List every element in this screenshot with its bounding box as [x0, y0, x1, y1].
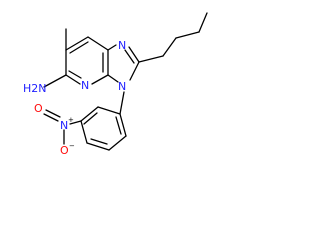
bond: [162, 37, 177, 57]
bond: [69, 41, 89, 54]
nitro-o-lower-label: O: [60, 144, 69, 157]
nitro-o-upper-label: O: [34, 102, 43, 115]
bond: [80, 106, 99, 122]
bond: [87, 36, 109, 51]
bond: [107, 74, 119, 83]
bond: [83, 112, 98, 125]
nitro-n-charge: +: [68, 116, 74, 124]
bond: [128, 46, 140, 63]
nitro-o-charge: −: [69, 142, 75, 150]
bond: [119, 113, 127, 137]
chemical-structure: H2N N N N N + O O −: [23, 12, 208, 157]
pyridine-n-label: N: [81, 79, 89, 92]
bond: [80, 120, 88, 144]
bond: [43, 113, 59, 122]
bond: [138, 55, 164, 63]
bond: [45, 109, 61, 118]
bond: [69, 120, 82, 125]
bond: [90, 138, 108, 145]
imidazole-n-benzyl-label: N: [118, 80, 126, 93]
bond: [65, 36, 89, 51]
bond-lines: [43, 12, 208, 151]
bond: [107, 44, 117, 51]
bond: [65, 74, 81, 85]
bond: [129, 61, 140, 81]
bond: [86, 142, 110, 151]
nitro-n-label: N: [60, 119, 68, 132]
bond: [97, 106, 121, 115]
imidazole-n-top-label: N: [118, 39, 126, 52]
bond: [175, 31, 200, 39]
atom-labels: H2N N N N N + O O −: [23, 39, 126, 157]
bond: [124, 49, 135, 64]
bond: [68, 70, 82, 79]
bond: [198, 12, 208, 33]
bond: [115, 116, 122, 135]
amine-label: H2N: [23, 82, 47, 95]
bond: [43, 74, 67, 88]
bond: [108, 135, 127, 151]
bond: [119, 91, 125, 115]
bond: [91, 74, 109, 85]
